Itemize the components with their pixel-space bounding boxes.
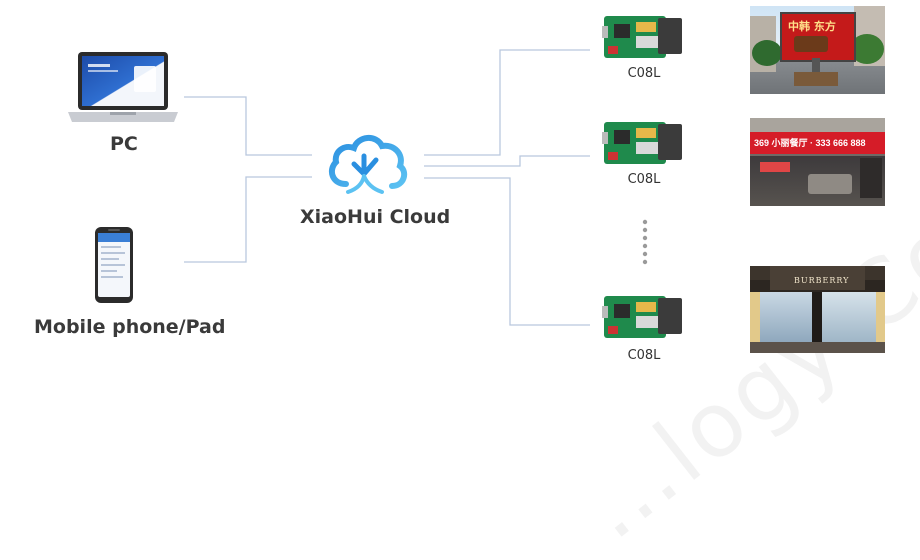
cloud-node [324,130,410,196]
cloud-label: XiaoHui Cloud [300,206,451,228]
controller-board-1 [600,12,684,62]
laptop-icon [68,52,178,122]
controller-board-2 [600,118,684,168]
controller3-connector [424,177,590,326]
controller-board-icon [602,16,682,58]
phone-icon [95,227,133,303]
controller-board-icon [602,296,682,338]
banner-sign-text: 369 小丽餐厅 · 333 666 888 [754,138,866,148]
controller2-connector [424,155,590,167]
controller-board-3 [600,292,684,342]
display-photo-1: 中韩 东方 [750,6,885,94]
connector-lines [184,49,590,326]
mobile-device [94,226,134,304]
pc-device [64,50,182,126]
controller-label-3: C08L [627,348,661,363]
pc-connector [184,96,312,156]
controller-board-icon [602,122,682,164]
storefront-sign-text: BURBERRY [794,276,850,285]
display-photo-2: 369 小丽餐厅 · 333 666 888 [750,118,885,206]
continuation-dots [642,219,648,265]
billboard-sign-text: 中韩 东方 [788,20,836,33]
cloud-icon [328,135,408,194]
controller1-connector [424,49,590,156]
controller-label-1: C08L [627,66,661,81]
controller-label-2: C08L [627,172,661,187]
mobile-label: Mobile phone/Pad [34,316,226,338]
pc-label: PC [110,133,138,155]
display-photo-3: BURBERRY [750,266,885,353]
mobile-connector [184,176,312,263]
